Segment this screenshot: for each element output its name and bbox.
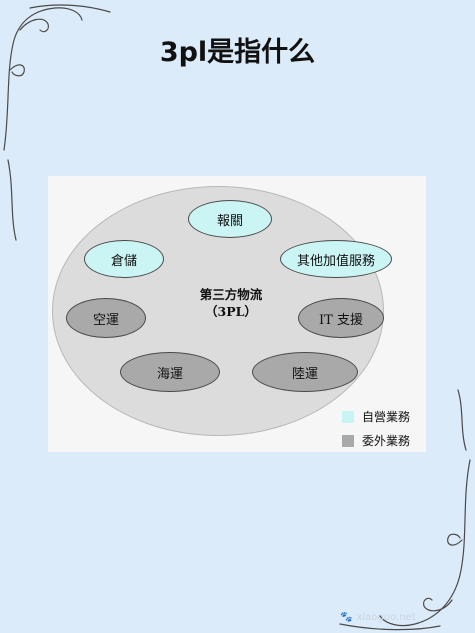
node-it-support-label: IT 支援 [319, 312, 363, 328]
vine-top-stem [29, 4, 111, 13]
node-value-added-services-label: 其他加值服務 [296, 253, 375, 269]
vine-bottom-right [379, 459, 471, 627]
watermark-text: xiaoguo.net [356, 612, 416, 623]
vine-bottom-right-curl [423, 597, 453, 612]
legend-label-outsourced: 委外業務 [362, 434, 411, 448]
node-warehousing: 倉儲 [84, 240, 164, 278]
vine-top-left-curl [19, 18, 49, 33]
node-customs: 報關 [188, 200, 272, 238]
vine-top-left-tail [7, 159, 17, 241]
watermark: 🐾 xiaoguo.net [340, 612, 416, 623]
vine-top-left [3, 7, 83, 151]
node-air-freight-label: 空運 [92, 312, 119, 328]
node-customs-label: 報關 [216, 213, 243, 229]
legend-item-outsourced: 委外業務 [342, 432, 410, 449]
node-land-freight-label: 陸運 [291, 366, 318, 382]
center-label: 第三方物流 （3PL） [176, 286, 286, 320]
legend-swatch-outsourced [342, 434, 354, 447]
legend-label-self: 自營業務 [362, 410, 411, 424]
page-title: 3pl是指什么 [159, 37, 316, 68]
vine-bottom-right-leaf [447, 533, 463, 546]
node-value-added-services: 其他加值服務 [280, 240, 392, 278]
legend-swatch-self [342, 410, 354, 423]
vine-top-left-leaf [9, 64, 25, 77]
node-warehousing-label: 倉儲 [110, 253, 137, 269]
paw-icon: 🐾 [340, 612, 353, 623]
center-label-line2: （3PL） [205, 304, 257, 319]
node-land-freight: 陸運 [252, 352, 358, 392]
vine-bottom-stem [339, 623, 441, 631]
diagram-panel: 報關 倉儲 其他加值服務 空運 IT 支援 海運 陸運 第三方物流 （3PL） … [48, 176, 426, 452]
node-ocean-freight-label: 海運 [156, 366, 183, 382]
vine-bottom-right-tail [457, 389, 467, 451]
node-it-support: IT 支援 [298, 298, 384, 338]
center-label-line1: 第三方物流 [199, 287, 263, 302]
node-ocean-freight: 海運 [120, 352, 220, 392]
legend-item-self: 自營業務 [342, 408, 410, 425]
node-air-freight: 空運 [66, 298, 146, 338]
